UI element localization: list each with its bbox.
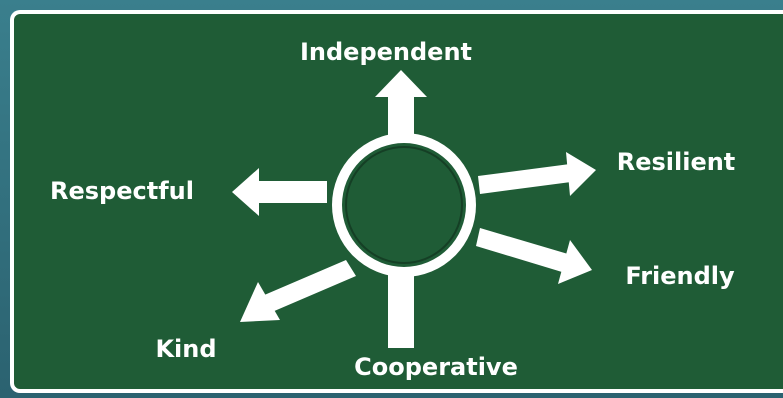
- arrow-respectful: [232, 168, 327, 216]
- label-independent: Independent: [300, 38, 472, 66]
- arrow-friendly: [476, 228, 592, 284]
- stem-cooperative: [388, 270, 414, 348]
- label-resilient: Resilient: [617, 148, 736, 176]
- arrow-kind: [240, 260, 356, 322]
- roundabout-ring-icon: [332, 133, 476, 277]
- label-respectful: Respectful: [50, 177, 194, 205]
- label-cooperative: Cooperative: [354, 353, 518, 381]
- label-friendly: Friendly: [625, 262, 735, 290]
- label-kind: Kind: [155, 335, 216, 363]
- arrow-resilient: [478, 152, 596, 196]
